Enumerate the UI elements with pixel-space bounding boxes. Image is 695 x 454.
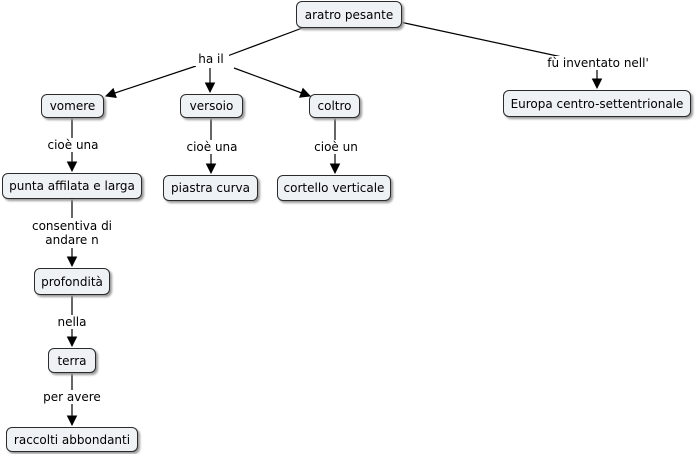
- link-label-consentiva-line1: consentiva di: [31, 219, 113, 233]
- link-label-consentiva: consentiva di andare n: [28, 219, 116, 247]
- line-aratro-to-hail: [221, 26, 306, 59]
- node-versoio[interactable]: versoio: [180, 94, 243, 118]
- link-label-per-avere: per avere: [39, 390, 105, 404]
- node-cortello[interactable]: cortello verticale: [277, 175, 391, 201]
- link-label-cioe-una-versoio: cioè una: [182, 140, 242, 154]
- node-punta[interactable]: punta affilata e larga: [2, 173, 142, 199]
- node-coltro[interactable]: coltro: [309, 94, 360, 118]
- line-hail-to-coltro: [233, 67, 312, 98]
- node-raccolti[interactable]: raccolti abbondanti: [6, 427, 138, 452]
- node-profondita[interactable]: profondità: [34, 268, 110, 295]
- link-label-nella: nella: [54, 315, 90, 329]
- node-aratro-pesante[interactable]: aratro pesante: [296, 1, 402, 28]
- link-label-consentiva-line2: andare n: [45, 233, 99, 247]
- node-europa[interactable]: Europa centro-settentrionale: [503, 90, 691, 117]
- node-terra[interactable]: terra: [48, 348, 96, 373]
- link-label-fu-inventato: fù inventato nell': [544, 56, 652, 70]
- link-label-cioe-un: cioè un: [310, 140, 362, 154]
- line-hail-to-vomere: [104, 65, 197, 99]
- node-piastra[interactable]: piastra curva: [163, 175, 258, 201]
- link-label-cioe-una-vomere: cioè una: [43, 138, 103, 152]
- link-label-ha-il: ha il: [193, 52, 229, 66]
- line-aratro-to-fu: [399, 21, 563, 58]
- node-vomere[interactable]: vomere: [41, 94, 104, 118]
